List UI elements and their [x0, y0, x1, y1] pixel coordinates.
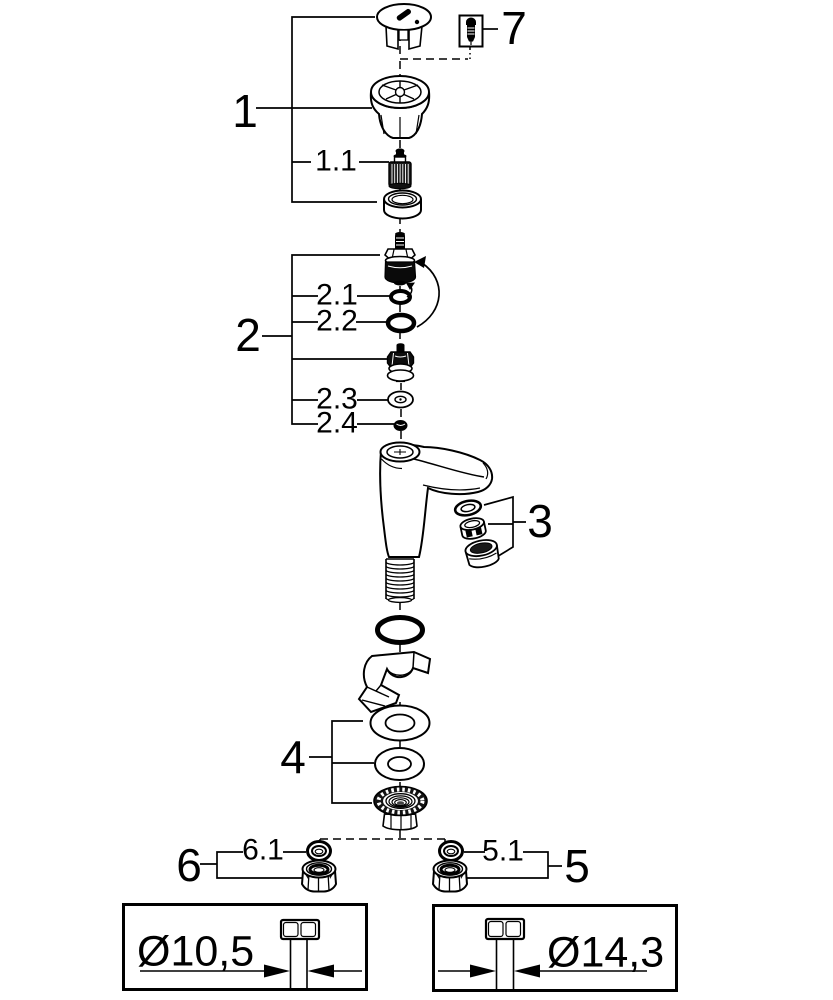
- cap-ring-part: [383, 189, 422, 220]
- callout-2-1: 2.1: [316, 278, 358, 312]
- adapter-part-1-1: [388, 148, 412, 190]
- dimension-value-right: Ø14,3: [547, 928, 665, 977]
- callout-3: 3: [527, 495, 553, 548]
- seal-washer-part: [438, 840, 464, 862]
- callout-2-4: 2.4: [316, 406, 358, 440]
- dimension-box-right: [432, 904, 678, 992]
- faucet-body-part: [379, 441, 494, 558]
- callout-4: 4: [280, 731, 306, 784]
- valve-seat-part: [386, 343, 415, 383]
- callout-1-1: 1.1: [315, 144, 357, 178]
- dimension-value-left: Ø10,5: [137, 927, 255, 976]
- callout-7: 7: [501, 2, 527, 55]
- callout-5-1: 5.1: [482, 834, 524, 868]
- mounting-washer-large: [369, 704, 431, 742]
- handle-cap-part: [376, 3, 432, 51]
- dimension-box-left: [122, 903, 368, 991]
- dimension-drawing-right: [438, 917, 647, 989]
- cartridge-part-2: [384, 232, 440, 328]
- union-nut-part: [431, 859, 469, 893]
- callout-2-2: 2.2: [316, 304, 358, 338]
- callout-6-1: 6.1: [242, 833, 284, 867]
- screw-part-2-4: [393, 420, 408, 431]
- callout-leader-lines: [200, 16, 562, 879]
- large-o-ring-part: [375, 615, 425, 645]
- mounting-nut-part: [373, 785, 428, 831]
- handle-knob-part: [369, 75, 431, 139]
- o-ring-part-2-2: [385, 312, 417, 334]
- mounting-washer-small: [374, 747, 425, 781]
- callout-6: 6: [176, 839, 202, 892]
- callout-5: 5: [564, 840, 590, 893]
- threaded-shank-part: [385, 558, 415, 604]
- o-ring-part-2-1: [389, 289, 412, 305]
- union-nut-part: [300, 859, 338, 893]
- aerator-parts-3: [453, 499, 500, 569]
- dimension-drawing-left: [140, 918, 362, 988]
- callout-2-3: 2.3: [316, 382, 358, 416]
- screw-part-7: [458, 14, 484, 48]
- horseshoe-clamp-part: [357, 650, 432, 714]
- callout-1: 1: [232, 85, 258, 138]
- seal-washer-part: [306, 840, 332, 862]
- washer-part-2-3: [387, 390, 414, 409]
- callout-2: 2: [235, 309, 261, 362]
